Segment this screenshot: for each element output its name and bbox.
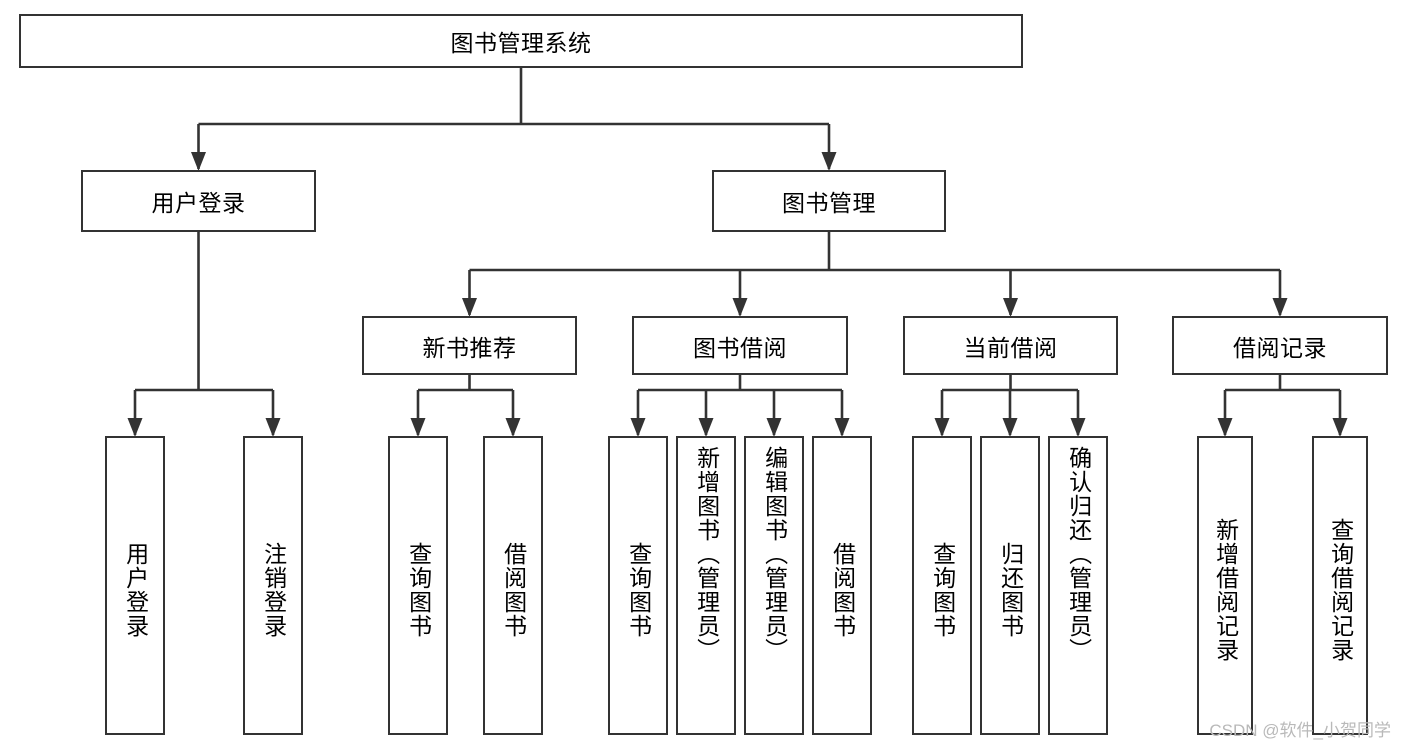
node-label: 用户登录 <box>122 541 149 638</box>
arrowhead-icon <box>1332 418 1348 437</box>
node-leaf-borrow-book-1[interactable]: 借阅图书 <box>483 436 543 735</box>
node-leaf-query-book-2[interactable]: 查询图书 <box>608 436 668 735</box>
node-leaf-user-login[interactable]: 用户登录 <box>105 436 165 735</box>
node-label: 借阅记录 <box>1233 334 1327 361</box>
arrowhead-icon <box>1272 298 1288 317</box>
node-leaf-confirm-return[interactable]: 确认归还（管理员） <box>1048 436 1108 735</box>
arrowhead-icon <box>1217 418 1233 437</box>
arrowhead-icon <box>410 418 426 437</box>
arrowhead-icon <box>127 418 143 437</box>
arrowhead-icon <box>934 418 950 437</box>
arrowhead-icon <box>462 298 477 317</box>
node-leaf-add-book[interactable]: 新增图书（管理员） <box>676 436 736 735</box>
node-label: 查询图书 <box>929 541 956 638</box>
node-label: 查询借阅记录 <box>1327 517 1354 662</box>
arrowhead-icon <box>698 418 714 437</box>
node-book-manage[interactable]: 图书管理 <box>712 170 946 232</box>
node-label: 借阅图书 <box>500 541 527 638</box>
node-label: 图书管理 <box>782 190 876 216</box>
node-label: 当前借阅 <box>963 334 1058 361</box>
arrowhead-icon <box>766 418 782 437</box>
arrowhead-icon <box>1002 418 1018 437</box>
node-leaf-add-record[interactable]: 新增借阅记录 <box>1197 436 1253 735</box>
node-new-book-rec[interactable]: 新书推荐 <box>362 316 577 375</box>
node-label: 新增图书（管理员） <box>693 446 720 662</box>
node-borrow-record[interactable]: 借阅记录 <box>1172 316 1388 375</box>
arrowhead-icon <box>630 418 646 437</box>
node-label: 注销登录 <box>260 541 287 638</box>
node-leaf-query-book-1[interactable]: 查询图书 <box>388 436 448 735</box>
arrowhead-icon <box>1070 418 1086 437</box>
node-label: 借阅图书 <box>829 541 856 638</box>
node-label: 图书管理系统 <box>450 30 592 56</box>
node-leaf-borrow-book-2[interactable]: 借阅图书 <box>812 436 872 735</box>
node-leaf-edit-book[interactable]: 编辑图书（管理员） <box>744 436 804 735</box>
node-label: 归还图书 <box>997 541 1024 638</box>
node-root[interactable]: 图书管理系统 <box>19 14 1023 68</box>
node-label: 编辑图书（管理员） <box>761 446 788 662</box>
node-current-borrow[interactable]: 当前借阅 <box>903 316 1118 375</box>
node-label: 确认归还（管理员） <box>1065 446 1092 662</box>
node-label: 查询图书 <box>625 541 652 638</box>
node-label: 查询图书 <box>405 541 432 638</box>
node-label: 图书借阅 <box>693 334 787 361</box>
arrowhead-icon <box>732 298 748 317</box>
node-user-login[interactable]: 用户登录 <box>81 170 316 232</box>
node-label: 用户登录 <box>151 190 246 216</box>
node-leaf-logout[interactable]: 注销登录 <box>243 436 303 735</box>
arrowhead-icon <box>505 418 521 437</box>
node-label: 新书推荐 <box>422 334 517 361</box>
node-leaf-query-record[interactable]: 查询借阅记录 <box>1312 436 1368 735</box>
node-leaf-query-book-3[interactable]: 查询图书 <box>912 436 972 735</box>
arrowhead-icon <box>265 418 281 437</box>
node-label: 新增借阅记录 <box>1212 517 1239 662</box>
arrowhead-icon <box>1003 298 1018 317</box>
arrowhead-icon <box>821 152 837 171</box>
node-book-borrow[interactable]: 图书借阅 <box>632 316 848 375</box>
arrowhead-icon <box>834 418 850 437</box>
node-leaf-return-book[interactable]: 归还图书 <box>980 436 1040 735</box>
arrowhead-icon <box>191 152 206 171</box>
